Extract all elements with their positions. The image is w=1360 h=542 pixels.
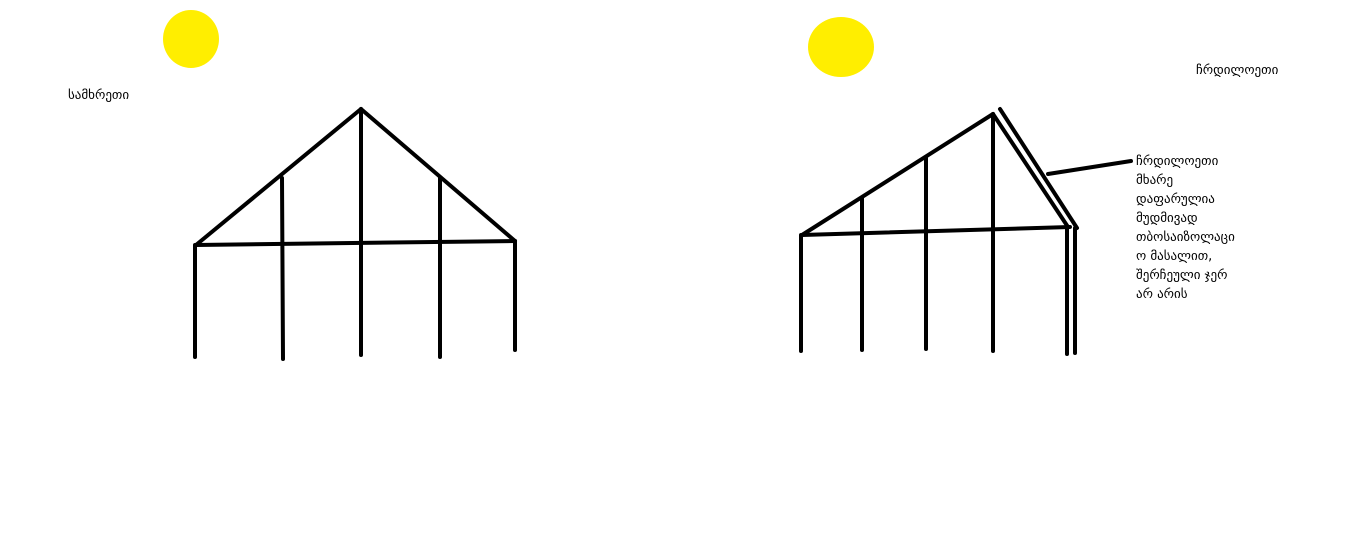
roof-north-slope <box>991 112 1070 229</box>
south-label: სამხრეთი <box>68 88 130 103</box>
annotation-line: მხარე <box>1136 173 1174 188</box>
roof-right-slope <box>359 107 517 243</box>
north-label: ჩრდილოეთი <box>1196 63 1279 78</box>
roof-south-slope <box>800 112 995 237</box>
greenhouse-symmetric <box>193 107 517 361</box>
crossbeam <box>800 225 1072 237</box>
annotation-line: ჩრდილოეთი <box>1136 154 1219 169</box>
annotation-line: მუდმივად <box>1136 211 1198 226</box>
insulation-annotation: ჩრდილოეთი მხარე დაფარულია მუდმივად თბოსა… <box>1136 152 1235 304</box>
roof-left-slope <box>194 107 363 247</box>
greenhouse-asymmetric <box>799 107 1133 356</box>
sun-right <box>808 17 874 77</box>
annotation-line: არ არის <box>1136 287 1188 302</box>
post-2 <box>280 176 285 361</box>
annotation-line: თბოსაიზოლაცი <box>1136 230 1235 245</box>
sun-left <box>163 10 219 68</box>
insulation-layer <box>998 107 1079 230</box>
crossbeam <box>194 239 517 247</box>
annotation-line: დაფარულია <box>1136 192 1215 207</box>
annotation-line: შერჩეული ჯერ <box>1136 268 1228 283</box>
annotation-pointer <box>1046 159 1133 176</box>
annotation-line: ო მასალით, <box>1136 249 1213 264</box>
